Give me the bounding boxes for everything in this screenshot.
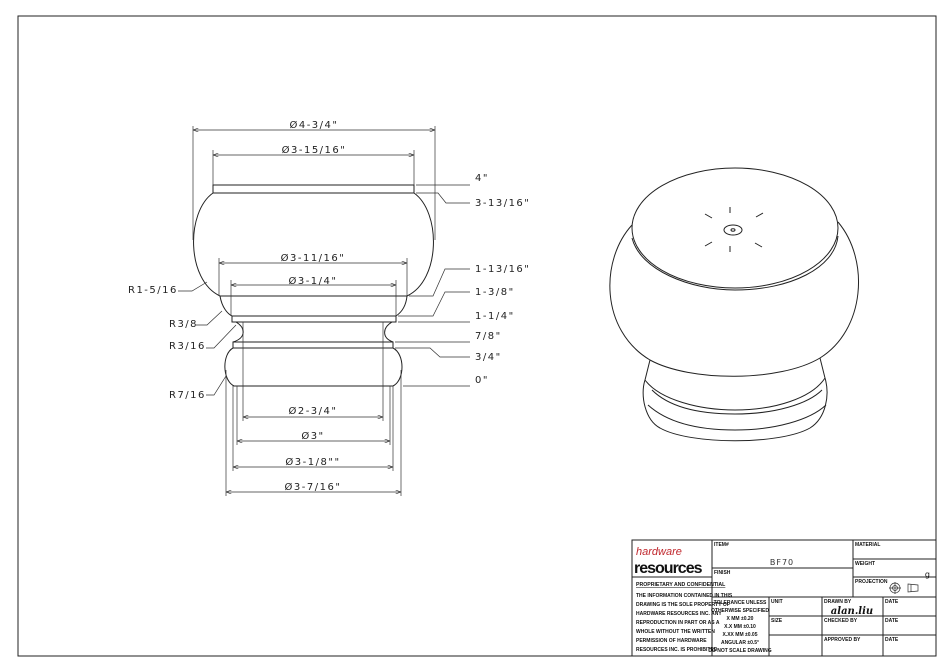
weight-label: WEIGHT	[855, 561, 875, 567]
finish-label: FINISH	[714, 570, 731, 576]
proprietary-text: REPRODUCTION IN PART OR AS A	[636, 620, 720, 626]
height-label: 1-3/8"	[475, 287, 515, 298]
height-label: 1-13/16"	[475, 264, 530, 275]
drawn-by-label: DRAWN BY	[824, 599, 852, 605]
date-label: DATE	[885, 599, 899, 605]
tolerance-text: TOLERANCE UNLESS	[714, 600, 767, 606]
extension-lines	[178, 126, 470, 496]
radius-label: R7/16	[169, 390, 206, 401]
proprietary-heading: PROPRIETARY AND CONFIDENTIAL	[636, 582, 726, 588]
dim-diameter-3-11-16: Ø3-11/16"	[281, 252, 346, 264]
tolerance-text: DO NOT SCALE DRAWING	[708, 648, 771, 654]
proprietary-text: DRAWING IS THE SOLE PROPERTY OF	[636, 602, 730, 608]
front-view-profile	[193, 184, 434, 387]
dim-diameter-3-1-8: Ø3-1/8""	[285, 456, 340, 468]
tolerance-text: X MM ±0.20	[727, 616, 754, 622]
dim-diameter-3-1-4: Ø3-1/4"	[288, 275, 337, 287]
height-label: 0"	[475, 375, 489, 386]
logo-resources: resources	[634, 560, 703, 577]
isometric-view	[609, 167, 860, 442]
tolerance-text: ANGULAR ±0.5°	[721, 640, 759, 646]
dim-diameter-3-15-16: Ø3-15/16"	[282, 144, 347, 156]
height-label: 3/4"	[475, 352, 502, 363]
approved-by-label: APPROVED BY	[824, 637, 861, 643]
projection-symbol-icon	[889, 582, 919, 594]
radius-label: R1-5/16	[128, 285, 178, 296]
proprietary-text: RESOURCES INC. IS PROHIBITED	[636, 647, 718, 653]
tolerance-text: X.X MM ±0.10	[724, 624, 756, 630]
dim-diameter-3: Ø3"	[301, 430, 324, 442]
item-value: BF70	[770, 558, 794, 567]
proprietary-text: HARDWARE RESOURCES INC. ANY	[636, 611, 722, 617]
tolerance-text: OTHERWISE SPECIFIED	[711, 608, 769, 614]
projection-label: PROJECTION	[855, 579, 888, 585]
dim-diameter-3-7-16: Ø3-7/16"	[285, 481, 342, 493]
date-label: DATE	[885, 618, 899, 624]
proprietary-text: PERMISSION OF HARDWARE	[636, 638, 707, 644]
height-label: 4"	[475, 173, 489, 184]
tolerance-text: X.XX MM ±0.05	[723, 632, 758, 638]
drawing-border	[17, 15, 937, 657]
height-label: 1-1/4"	[475, 311, 515, 322]
height-label: 7/8"	[475, 331, 502, 342]
proprietary-text: THE INFORMATION CONTAINED IN THIS	[636, 593, 733, 599]
title-block: hardware resources PROPRIETARY AND CONFI…	[631, 539, 937, 657]
dimension-lines	[193, 130, 435, 492]
dim-diameter-2-3-4: Ø2-3/4"	[288, 405, 337, 417]
drawn-by-signature: alan.liu	[831, 606, 873, 617]
date-label: DATE	[885, 637, 899, 643]
radius-label: R3/16	[169, 341, 206, 352]
radius-label: R3/8	[169, 319, 198, 330]
material-label: MATERIAL	[855, 542, 880, 548]
height-label: 3-13/16"	[475, 198, 530, 209]
logo-hardware: hardware	[636, 546, 682, 558]
item-label: ITEM#	[714, 542, 729, 548]
weight-value: g	[925, 570, 930, 579]
unit-label: UNIT	[771, 599, 783, 605]
size-label: SIZE	[771, 618, 783, 624]
dim-diameter-4-3-4: Ø4-3/4"	[289, 119, 338, 131]
proprietary-text: WHOLE WITHOUT THE WRITTEN	[636, 629, 715, 635]
checked-by-label: CHECKED BY	[824, 618, 858, 624]
